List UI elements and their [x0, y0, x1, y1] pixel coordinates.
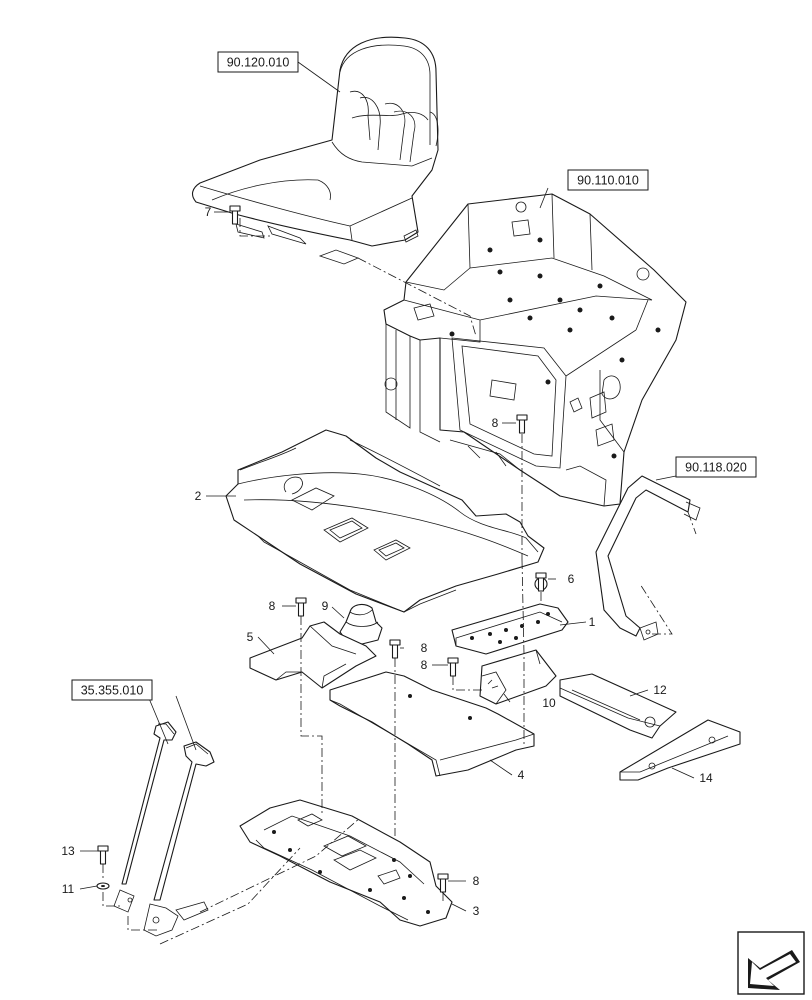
callouts: 7 8 2 6 8 9 1 5 8 8 12 10 4 14 13 8 11 3	[61, 205, 713, 918]
next-page-arrow-icon[interactable]	[737, 931, 805, 995]
callout-14: 14	[699, 771, 713, 785]
ref-platform-box[interactable]: 90.110.010	[567, 169, 649, 191]
callout-8-bracket: 8	[269, 599, 276, 613]
callout-5: 5	[247, 630, 254, 644]
leader-lines	[79, 61, 695, 912]
assembly-lines	[102, 218, 697, 945]
bolt-8-bracket	[295, 597, 307, 617]
bolt-8-plate1	[447, 657, 459, 677]
ref-platform-label: 90.110.010	[577, 174, 639, 188]
ref-levers-label: 35.355.010	[81, 684, 144, 698]
callout-10: 10	[542, 696, 556, 710]
plate-12	[559, 673, 677, 739]
ref-handrail-label: 90.118.020	[685, 461, 747, 475]
callout-2: 2	[195, 489, 202, 503]
floor-mat	[225, 429, 545, 613]
callout-3: 3	[473, 904, 480, 918]
callout-8-plate1: 8	[421, 658, 428, 672]
plate-4	[329, 671, 535, 777]
bracket-10	[479, 649, 557, 705]
washer-11	[96, 882, 110, 890]
ref-handrail-box[interactable]: 90.118.020	[675, 456, 757, 478]
callout-13: 13	[61, 844, 75, 858]
plate-1	[451, 603, 569, 655]
bolt-6	[534, 572, 548, 592]
callout-7: 7	[205, 205, 212, 219]
callout-11: 11	[62, 882, 75, 896]
callout-12: 12	[653, 683, 667, 697]
bolt-13	[97, 845, 109, 865]
bolt-8-platform	[516, 414, 528, 434]
callout-6: 6	[568, 572, 575, 586]
callout-4: 4	[518, 768, 525, 782]
bracket-5	[249, 621, 377, 689]
plate-14	[619, 719, 741, 781]
callout-8-platform: 8	[492, 416, 499, 430]
callout-1: 1	[589, 615, 596, 629]
ref-seat-label: 90.120.010	[227, 56, 290, 70]
ref-levers-box[interactable]: 35.355.010	[71, 679, 153, 701]
callout-9: 9	[322, 599, 329, 613]
operator-platform	[383, 193, 687, 507]
callout-8-plate: 8	[421, 641, 428, 655]
ref-seat-box[interactable]: 90.120.010	[217, 51, 299, 73]
callout-8-tray: 8	[473, 874, 480, 888]
bolt-8-plate	[389, 639, 401, 659]
bolt-7	[229, 205, 241, 225]
bottom-tray	[239, 799, 453, 927]
joystick-levers	[113, 721, 215, 937]
